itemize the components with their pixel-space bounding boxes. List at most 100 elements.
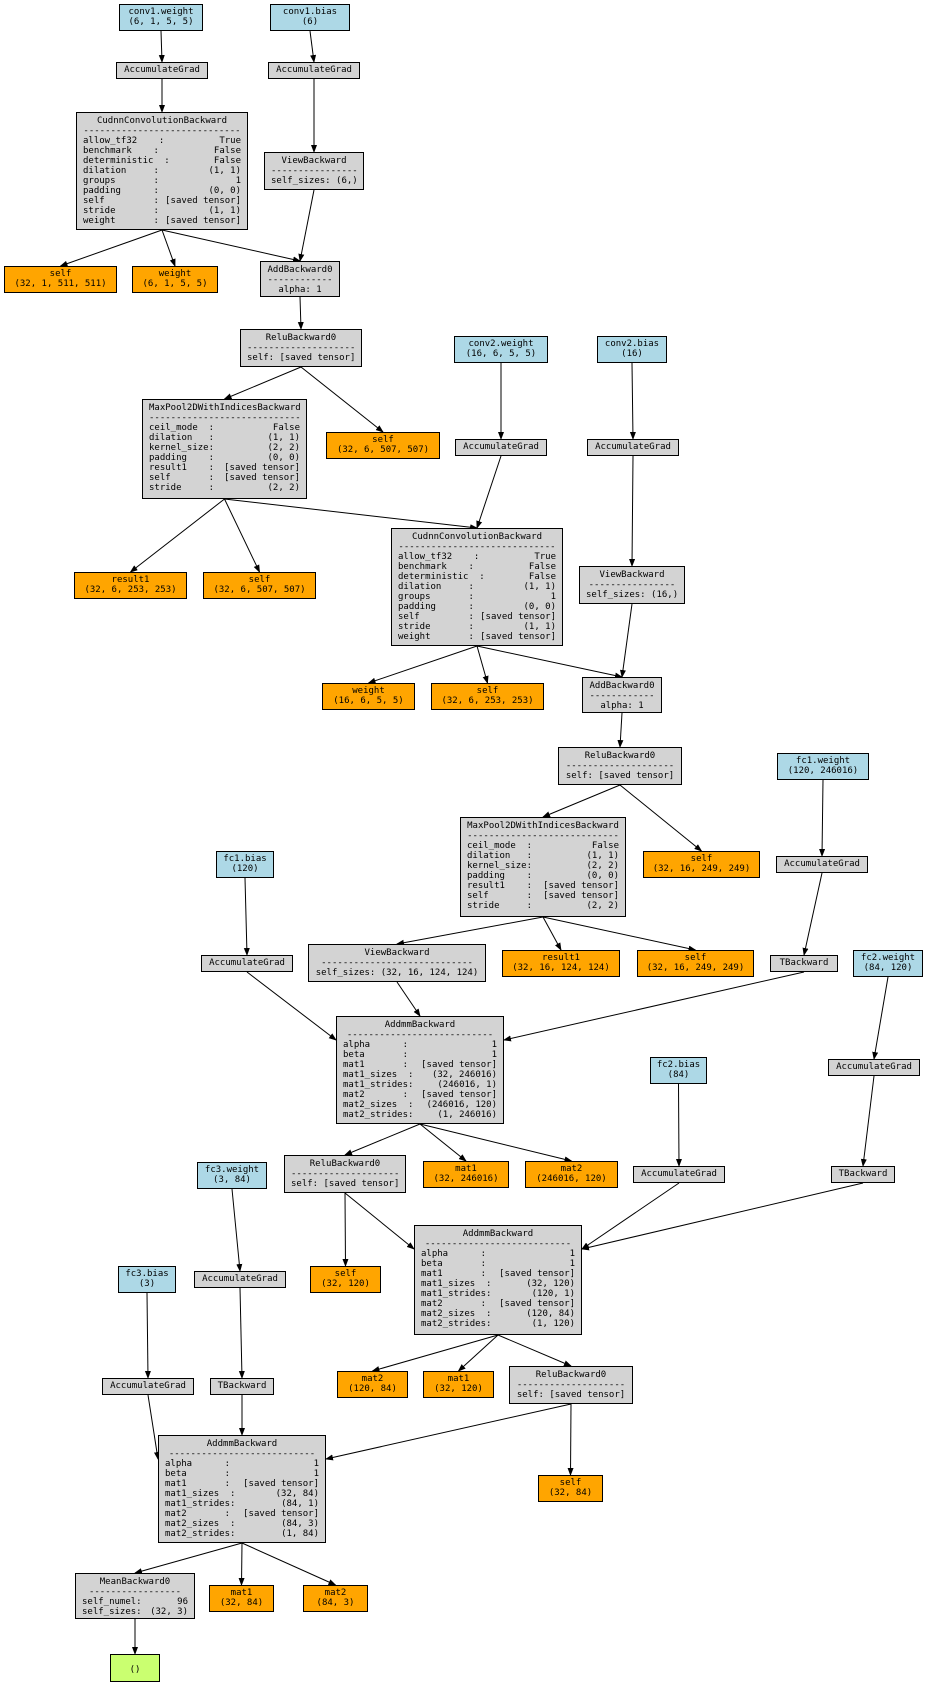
attribute-value: [saved tensor] — [480, 632, 556, 642]
separator-rule: -------------------- — [247, 343, 355, 353]
edge-conv2-to-s-conv2-self — [476, 645, 489, 684]
attribute-value: [saved tensor] — [224, 463, 300, 473]
node-title: MaxPool2DWithIndicesBackward — [467, 821, 619, 831]
node-label: conv1.weight — [128, 7, 194, 17]
attribute-key: dilation — [149, 433, 193, 443]
attribute-row: alpha :1 — [421, 1249, 575, 1259]
attribute-row: result1 :[saved tensor] — [149, 463, 300, 473]
node-shape: (32, 1, 511, 511) — [14, 279, 107, 289]
attribute-colon: : — [430, 632, 474, 642]
attribute-value: (1, 1) — [523, 582, 556, 592]
edge-relu1-to-s-relu1-self — [300, 366, 384, 433]
attribute-colon: : — [486, 1289, 492, 1299]
attribute-row: mat1_sizes :(32, 120) — [421, 1279, 575, 1289]
node-s-addmm1-mat1: mat1(32, 246016) — [423, 1161, 509, 1188]
attribute-key: mat1_strides — [165, 1499, 231, 1509]
attribute-key: result1 — [149, 463, 187, 473]
attribute-colon: : — [515, 841, 533, 851]
node-shape: (120) — [231, 864, 259, 874]
attribute-line: self: [saved tensor] — [516, 1390, 626, 1400]
node-shape: (16, 6, 5, 5) — [465, 349, 537, 359]
node-shape: (32, 84) — [548, 1488, 593, 1498]
edge-view2-to-add2 — [619, 603, 633, 678]
attribute-row: stride :(1, 1) — [83, 206, 241, 216]
separator-rule: --------------------------- — [168, 1449, 316, 1459]
edge-fc1-weight-to-ag-fc1-w — [819, 779, 826, 857]
node-label: self — [248, 575, 271, 585]
node-s-relu1-self: self(32, 6, 507, 507) — [326, 432, 440, 459]
node-shape: (120, 84) — [348, 1384, 397, 1394]
node-ag-conv2-b: AccumulateGrad — [587, 439, 679, 456]
edge-addmm2-to-relu4 — [497, 1334, 572, 1367]
attribute-key: stride — [83, 206, 116, 216]
attribute-key: allow_tf32 — [398, 552, 453, 562]
node-s-pool1-self: self(32, 6, 507, 507) — [203, 572, 316, 599]
attribute-colon: : — [186, 1469, 231, 1479]
node-label: fc2.bias — [656, 1060, 701, 1070]
edge-ag-fc1-b-to-addmm1 — [246, 971, 337, 1041]
node-label: AccumulateGrad — [641, 1169, 717, 1179]
attribute-value: (0, 0) — [586, 871, 619, 881]
node-label: fc1.bias — [223, 854, 267, 864]
edge-ag-conv2-w-to-conv2 — [476, 455, 502, 529]
node-title: ReluBackward0 — [584, 751, 656, 761]
node-label: conv2.weight — [468, 339, 534, 349]
node-title: MaxPool2DWithIndicesBackward — [149, 403, 301, 413]
attribute-row: mat2_sizes :(120, 84) — [421, 1309, 575, 1319]
attribute-key: stride — [149, 483, 182, 493]
node-shape: (6) — [301, 17, 319, 27]
attribute-key: weight — [398, 632, 431, 642]
edge-conv2-to-s-conv2-weight — [367, 645, 478, 684]
attribute-value: [saved tensor] — [499, 1269, 575, 1279]
attribute-colon: : — [504, 871, 533, 881]
node-label: fc2.weight — [860, 953, 916, 963]
edge-addmm3-to-s-addmm3-mat1 — [238, 1542, 245, 1586]
attribute-row: mat1_strides:(120, 1) — [421, 1289, 575, 1299]
attribute-colon: : — [441, 582, 474, 592]
node-label: conv2.bias — [604, 339, 660, 349]
attribute-key: self — [83, 196, 105, 206]
separator-rule: -------------------- — [291, 1169, 399, 1179]
attribute-key: self — [467, 891, 489, 901]
edge-ag-fc1-w-to-t-fc1 — [802, 872, 823, 956]
attribute-row: benchmark :False — [398, 562, 556, 572]
attribute-value: False — [213, 146, 241, 156]
attribute-value: (1, 1) — [267, 433, 300, 443]
separator-rule: ----------------------------- — [83, 126, 241, 136]
attribute-row: padding :(0, 0) — [467, 871, 619, 881]
attribute-key: benchmark — [83, 146, 132, 156]
attribute-value: False — [528, 562, 556, 572]
attribute-key: benchmark — [398, 562, 447, 572]
attribute-key: deterministic — [83, 156, 154, 166]
attribute-row: mat2_strides:(1, 84) — [165, 1529, 319, 1539]
attribute-colon: : — [430, 592, 474, 602]
edge-relu4-to-s-relu4-self — [567, 1403, 574, 1476]
node-shape: (120, 246016) — [787, 766, 859, 776]
node-shape: (3, 84) — [213, 1175, 251, 1185]
attribute-key: mat2 — [343, 1090, 365, 1100]
attribute-row: self_numel:96 — [82, 1597, 188, 1607]
separator-rule: ---------------- — [271, 166, 357, 176]
attribute-value: (246016, 1) — [437, 1080, 497, 1090]
separator-rule: ------------ — [589, 691, 655, 701]
attribute-colon: : — [120, 186, 159, 196]
attribute-value: 1 — [491, 1050, 497, 1060]
attribute-key: alpha — [165, 1459, 193, 1469]
attribute-row: stride :(1, 1) — [398, 622, 556, 632]
node-ag-fc2-w: AccumulateGrad — [828, 1059, 920, 1076]
attribute-key: ceil_mode — [467, 841, 516, 851]
node-label: AccumulateGrad — [836, 1062, 912, 1072]
node-addmm1: AddmmBackward---------------------------… — [336, 1016, 504, 1124]
attribute-value: (246016, 120) — [426, 1100, 497, 1110]
node-title: AddBackward0 — [589, 681, 655, 691]
node-shape: (32, 6, 507, 507) — [213, 585, 306, 595]
attribute-row: result1 :[saved tensor] — [467, 881, 619, 891]
attribute-colon: : — [208, 443, 215, 453]
node-shape: (32, 84) — [219, 1598, 264, 1608]
attribute-line: self_sizes: (32, 16, 124, 124) — [315, 968, 479, 978]
attribute-line: self: [saved tensor] — [247, 353, 356, 363]
attribute-value: [saved tensor] — [421, 1060, 497, 1070]
attribute-row: padding :(0, 0) — [83, 186, 241, 196]
edge-add1-to-relu1 — [297, 296, 304, 330]
